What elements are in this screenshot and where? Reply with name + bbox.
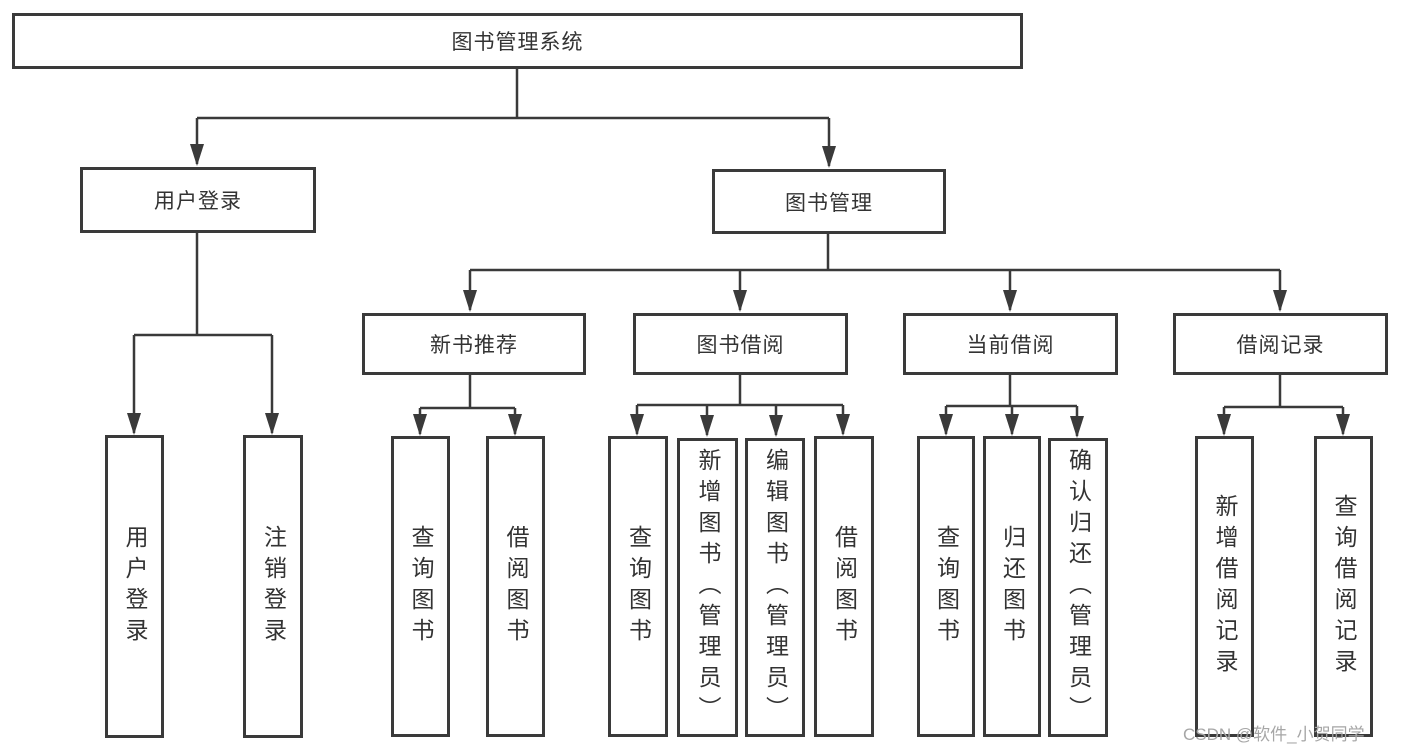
node-label: 确认归还（管理员）	[1065, 448, 1092, 727]
node-label: 编辑图书（管理员）	[762, 448, 789, 727]
node-label: 用户登录	[122, 524, 148, 649]
leaf-add-borrow-record: 新增借阅记录	[1195, 436, 1254, 737]
leaf-logout: 注销登录	[243, 435, 303, 738]
leaf-borrow-books-newbook: 借阅图书	[486, 436, 545, 737]
leaf-user-login: 用户登录	[105, 435, 164, 738]
node-label: 图书管理系统	[451, 31, 584, 54]
leaf-borrow-books: 借阅图书	[814, 436, 874, 737]
leaf-query-books-current: 查询图书	[917, 436, 975, 737]
node-label: 查询借阅记录	[1331, 493, 1357, 680]
leaf-query-books-newbook: 查询图书	[391, 436, 450, 737]
node-label: 新增借阅记录	[1212, 493, 1238, 680]
node-label: 新增图书（管理员）	[695, 448, 721, 727]
node-new-book-recommend: 新书推荐	[362, 313, 586, 375]
node-label: 图书借阅	[696, 334, 785, 357]
node-label: 借阅图书	[503, 524, 529, 649]
node-current-borrow: 当前借阅	[903, 313, 1118, 375]
node-user-login: 用户登录	[80, 167, 316, 233]
node-label: 注销登录	[260, 524, 287, 649]
node-book-management: 图书管理	[712, 169, 946, 234]
node-library-management-system: 图书管理系统	[12, 13, 1023, 69]
leaf-confirm-return-admin: 确认归还（管理员）	[1048, 438, 1108, 737]
leaf-return-books: 归还图书	[983, 436, 1041, 737]
node-label: 借阅图书	[831, 524, 858, 649]
leaf-edit-books-admin: 编辑图书（管理员）	[745, 438, 805, 737]
node-book-borrow: 图书借阅	[633, 313, 848, 375]
node-label: 查询图书	[408, 524, 434, 649]
node-label: 查询图书	[933, 524, 960, 649]
leaf-query-books-borrow: 查询图书	[608, 436, 668, 737]
leaf-add-books-admin: 新增图书（管理员）	[677, 438, 738, 737]
node-label: 新书推荐	[430, 334, 518, 357]
node-borrow-records: 借阅记录	[1173, 313, 1388, 375]
node-label: 图书管理	[785, 191, 873, 215]
csdn-watermark: CSDN @软件_小贺同学	[1183, 725, 1365, 744]
node-label: 用户登录	[154, 190, 242, 213]
node-label: 查询图书	[625, 524, 652, 649]
node-label: 借阅记录	[1236, 334, 1325, 357]
node-label: 当前借阅	[966, 334, 1055, 357]
node-label: 归还图书	[999, 524, 1026, 649]
leaf-query-borrow-record: 查询借阅记录	[1314, 436, 1373, 737]
